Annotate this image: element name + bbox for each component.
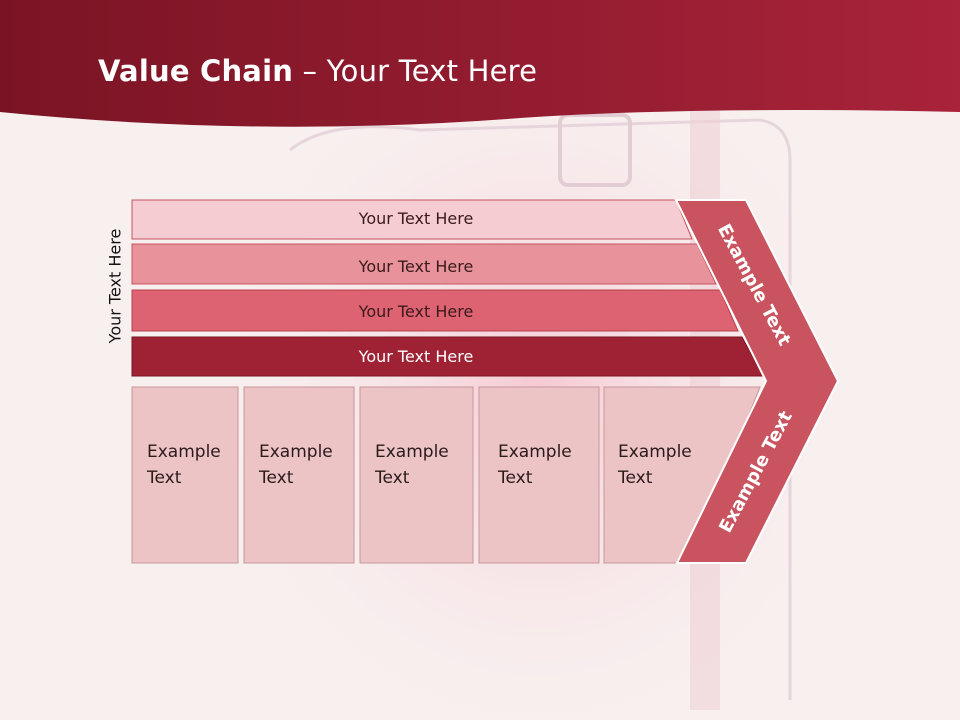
box-3-line2: Text [375, 468, 410, 488]
bar-2-shape [131, 243, 717, 285]
box-4-shape [478, 386, 600, 564]
bar-1-label: Your Text Here [358, 209, 474, 228]
bar-3-label: Your Text Here [358, 302, 474, 321]
box-5-line1: Example [618, 442, 692, 462]
box-4-line2: Text [498, 468, 533, 488]
box-2-shape [243, 386, 355, 564]
box-1-line1: Example [147, 442, 221, 462]
diagram-reflection [0, 564, 960, 720]
box-3-shape [359, 386, 474, 564]
title-bold: Value Chain [98, 54, 294, 88]
bar-4-label: Your Text Here [358, 347, 474, 366]
box-4-line1: Example [498, 442, 572, 462]
page-title: Value Chain – Your Text Here [98, 54, 537, 88]
chevron-shape [674, 199, 840, 564]
box-5-line2: Text [618, 468, 653, 488]
title-rest: – Your Text Here [293, 54, 538, 88]
bar-1-shape [131, 199, 693, 240]
box-1-shape [131, 386, 239, 564]
bar-2-label: Your Text Here [358, 257, 474, 276]
box-2-line1: Example [259, 442, 333, 462]
bar-3-shape [131, 289, 739, 332]
box-3-line1: Example [375, 442, 449, 462]
box-1-line2: Text [147, 468, 182, 488]
header-banner [0, 0, 960, 127]
box-2-line2: Text [259, 468, 294, 488]
